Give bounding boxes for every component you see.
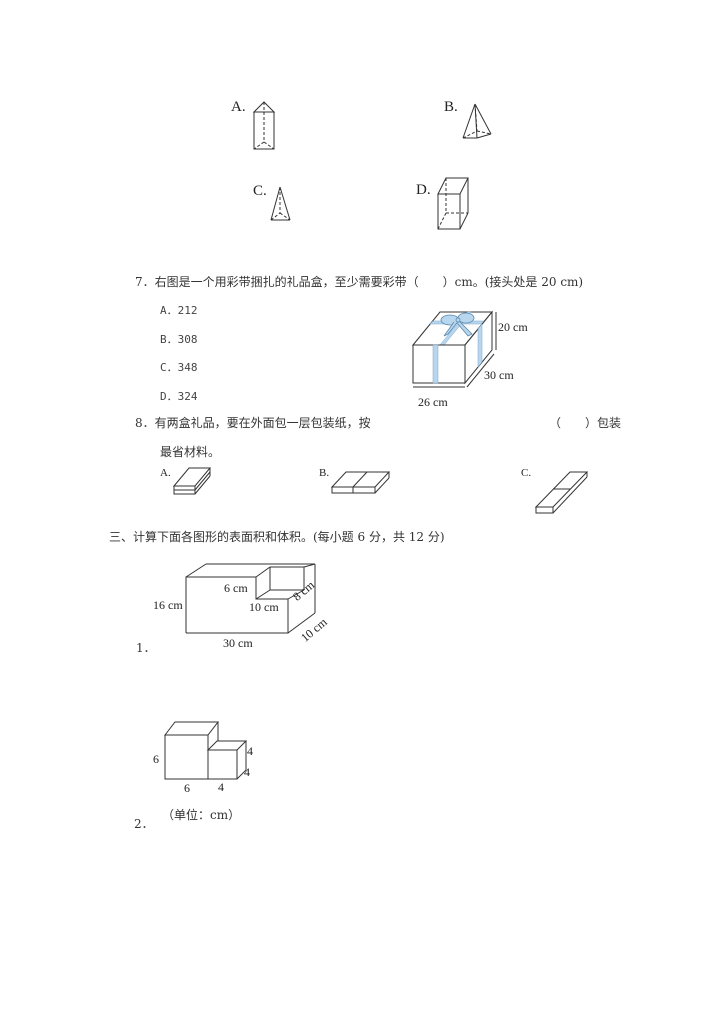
width-label: 26 cm (418, 395, 448, 409)
small-height-label: 4 (247, 744, 253, 758)
big-width-label: 6 (184, 781, 190, 795)
q7-option-b: B．308 (160, 333, 198, 346)
section-title: 三、计算下面各图形的表面积和体积。(每小题 6 分，共 12 分) (109, 530, 445, 544)
triangular-prism-icon (252, 101, 276, 150)
answer-blank: （ ）包装 (549, 416, 622, 430)
cut-length-label: 10 cm (249, 600, 279, 614)
q7-option-c: C．348 (160, 361, 198, 374)
triangular-pyramid-icon (270, 186, 291, 221)
question-8-text-continued: 最省材料。 (160, 445, 221, 459)
q8-option-a-label: A. (160, 467, 171, 479)
side-by-side-boxes-icon (330, 471, 391, 494)
height-label: 16 cm (153, 598, 183, 612)
option-label: A. (231, 99, 246, 115)
stepped-prism-figure (185, 563, 316, 634)
stacked-boxes-icon (172, 467, 212, 495)
option-label: C. (253, 183, 267, 199)
unit-note: （单位：cm） (162, 808, 241, 822)
gift-box-figure (411, 310, 497, 388)
question-8-text: 8．有两盒礼品，要在外面包一层包装纸，按 (135, 416, 371, 430)
q8-option-c-label: C. (521, 467, 532, 479)
length-label: 30 cm (223, 636, 253, 650)
q7-option-d: D．324 (160, 390, 198, 403)
option-label: D. (416, 182, 431, 198)
rectangular-prism-icon (437, 177, 469, 230)
square-pyramid-icon (462, 103, 492, 139)
small-depth-label: 4 (244, 765, 250, 779)
q8-option-b-label: B. (319, 467, 330, 479)
problem-2-number: 2． (134, 817, 154, 831)
depth-label: 30 cm (484, 368, 514, 382)
question-7-text: 7．右图是一个用彩带捆扎的礼品盒，至少需要彩带（ ）cm。(接头处是 20 cm… (135, 275, 584, 289)
end-to-end-boxes-icon (534, 471, 589, 514)
option-label: B. (444, 99, 458, 115)
q7-option-a: A．212 (160, 304, 198, 317)
two-cubes-figure (163, 721, 248, 780)
big-height-label: 6 (153, 752, 159, 766)
small-width-label: 4 (218, 780, 224, 794)
cut-height-label: 6 cm (224, 581, 248, 595)
problem-1-number: 1． (136, 641, 156, 655)
height-label: 20 cm (498, 320, 528, 334)
